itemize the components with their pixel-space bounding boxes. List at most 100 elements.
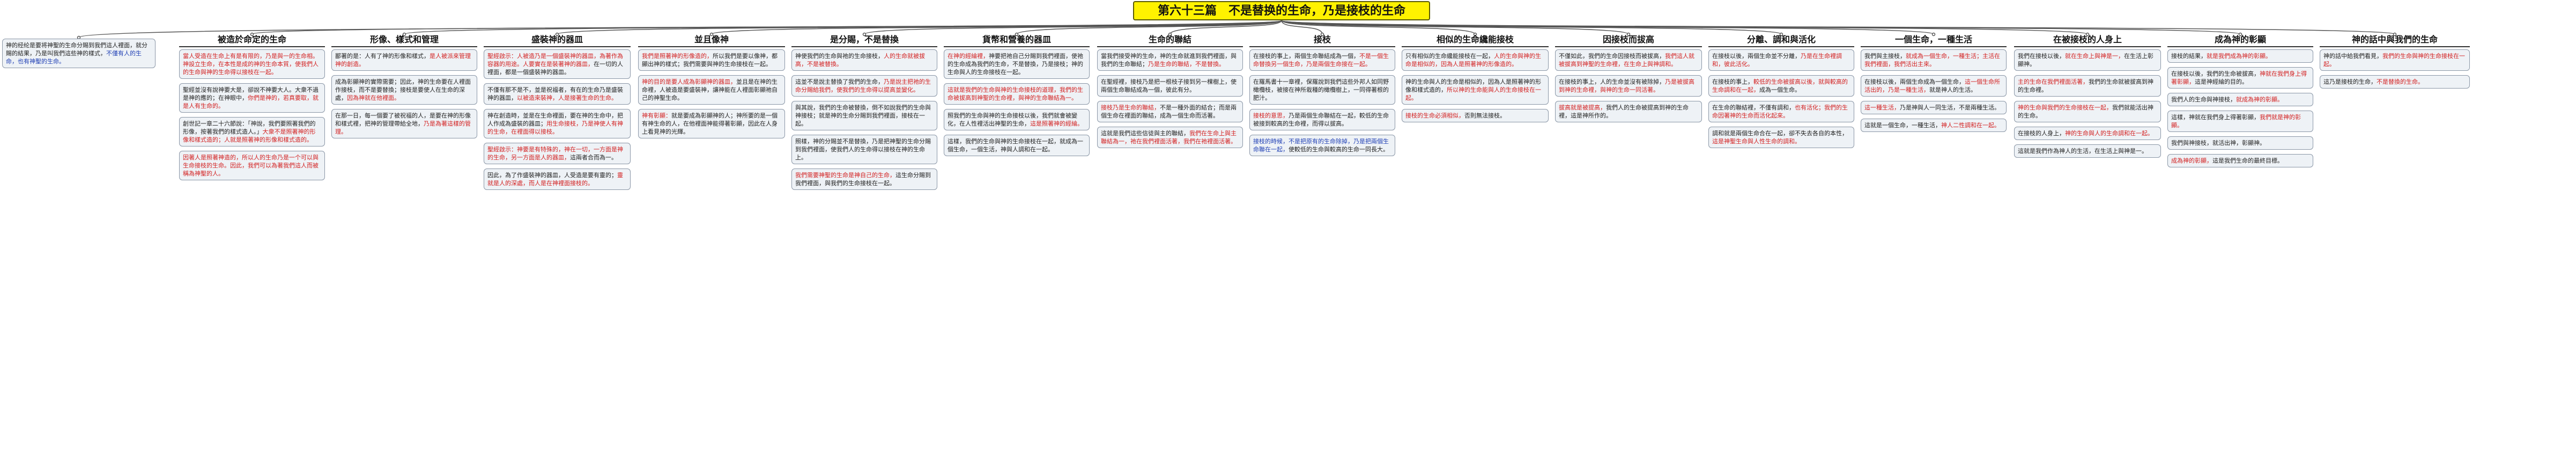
- note-box: 神的经纶是要将神聖的生命分賜到我們這人裡面，就分賜的結果，乃是叫我們這些神的樣式…: [2, 39, 156, 68]
- note-text: 乃是在生命裡調和，彼此活化。: [1712, 53, 1842, 68]
- note-text: 在接枝以後，我們的生命被拔高，: [2171, 70, 2260, 77]
- note-box: 不僅有那不是不，並是祝福者，有在的生命乃是盛裝神的器皿，以被造來裝神，人是接著生…: [484, 83, 631, 105]
- note-text: 因此，為了作盛裝神的器皿，人受造是要有靈的；: [487, 172, 617, 179]
- branch-12: 一個生命，一種生活我們與主接枝，就成為一個生命，一種生活；主活在我們裡面，我們活…: [1861, 34, 2007, 136]
- note-text: 就是我們成為神的彰顯。: [2207, 53, 2271, 60]
- note-text: 神的经纶是要将神聖的生命分賜到我們這人裡面，就分賜的結果，乃是叫我們這些神的樣式…: [6, 42, 147, 57]
- note-text: 神的話中給我們看見，: [2323, 53, 2382, 60]
- note-text: 我們就能活出神的生命。: [2018, 104, 2153, 119]
- note-text: 用生命接枝，乃是神使人有神的生命，在裡面得以接枝。: [487, 120, 623, 135]
- note-text: 也有活化；我們的生命因著神的生命而活化起來。: [1712, 104, 1848, 119]
- note-text: 乃是兩個生命聯結在一起，較低的生命被接到較高的生命裡，而得以拔高。: [1253, 112, 1389, 127]
- note-text: 不是一種外面的結合；而是兩個生命在裡面的聯結，成為一個生命而活著。: [1101, 104, 1237, 119]
- note-box: 成為神的彰顯，這是我們生命的最終目標。: [2167, 154, 2313, 167]
- connector-dot: [1168, 32, 1172, 36]
- page-title: 第六十三篇 不是替换的生命，乃是接枝的生命: [1133, 1, 1430, 20]
- connector-line: [1016, 20, 1282, 35]
- note-text: 神的生命與人的生命調和在一起。: [2065, 130, 2153, 137]
- branch-4: 並且像神我們是照著神的形像造的，所以我們是要以像神，都顯出神的樣式；我們需要與神…: [638, 34, 785, 143]
- note-box: 聖經啟示：神要是有特殊的，神在一切，一方面是神的生命，另一方面是人的器皿，這兩者…: [484, 143, 631, 164]
- note-box: 神的話中給我們看見，我們的生命與神的生命接枝在一起。: [2320, 49, 2470, 71]
- note-text: 成為神的彰顯，: [2171, 157, 2212, 164]
- note-box: 接枝的結果，就是我們成為神的彰顯。: [2167, 49, 2313, 63]
- note-box: 我們需要神聖的生命是神自己的生命，這生命分賜到我們裡面，與我們的生命接枝在一起。: [791, 168, 937, 190]
- connector-dot: [402, 32, 406, 36]
- note-text: 當我們接受神的生命，神的生命就進到我們裡面，與我們的生命聯結；: [1101, 53, 1237, 68]
- note-text: 我們在接枝以後，: [2018, 53, 2065, 60]
- note-box: 這就是我們這些信徒與主的聯結，我們在生命上與主聯結為一，祂在我們裡面活著，我們在…: [1097, 127, 1243, 148]
- note-box: 這就是我們的生命與神的生命接枝的道理，我們的生命被拔高到神聖的生命裡，與神的生命…: [944, 83, 1090, 105]
- note-text: 這乃是接枝的生命，: [2323, 78, 2377, 85]
- note-box: 創世記一章二十六節說：「神說，我們要照著我們的形像，按著我們的樣式造人。」大衆不…: [179, 117, 325, 146]
- note-text: 在接枝的事上，兩個生命聯結成為一個，: [1253, 53, 1359, 60]
- note-box: 我們與主接枝，就成為一個生命，一種生活；主活在我們裡面，我們活出主來。: [1861, 49, 2007, 71]
- note-text: 這一種生活，: [1864, 104, 1900, 111]
- note-box: 神在創造時，並是在生命裡面，要在神的生命中，把人作成為盛裝的器皿；用生命接枝，乃…: [484, 109, 631, 138]
- note-box: 神使我們的生命與祂的生命接枝，人的生命就被拔高，不是被替換。: [791, 49, 937, 71]
- connector-dot: [1473, 32, 1477, 36]
- connector-dot: [862, 32, 867, 36]
- note-text: 照樣，神的分賜並不是替換，乃是把神聖的生命分賜到我們裡面，使我們人的生命得以接枝…: [795, 138, 931, 161]
- note-text: 在羅馬書十一章裡，保羅說到我們這些外邦人如同野橄欖枝，被接在神所栽種的橄欖樹上，…: [1253, 78, 1389, 101]
- note-text: 成為一個生命。: [1759, 86, 1801, 93]
- note-box: 在接枝以後，兩個生命成為一個生命，這一個生命所活出的，乃是一種生活，就是神人的生…: [1861, 75, 2007, 97]
- note-text: 這就是一個生命，一種生活，: [1864, 122, 1941, 129]
- note-box: 這就是我們作為神人的生活，在生活上與神是一。: [2014, 144, 2161, 158]
- note-box: 這並不是說主替換了我們的生命，乃是說主把祂的生命分賜給我們，使我們的生命得以提高…: [791, 75, 937, 97]
- note-box: 在接枝以後，我們的生命被拔高，神就在我們身上得著彰顯，這是神經綸的目的。: [2167, 67, 2313, 89]
- note-box: 在聖經裡，接枝乃是把一根枝子接到另一棵樹上，使兩個生命聯結成為一個，彼此有分。: [1097, 75, 1243, 97]
- note-text: 這就是我們這些信徒與主的聯結，: [1101, 130, 1189, 137]
- note-box: 成為彰顯神的實際需要；因此，神的生命要在人裡面作接枝，而不是要替換；接枝是要使人…: [331, 75, 477, 105]
- note-text: 神的生命與我們的生命接枝在一起，: [2018, 104, 2112, 111]
- note-box: 神的目的是要人成為彰顯神的器皿，並且是在神的生命裡，人被造是要盛裝神，讓神能在人…: [638, 75, 785, 105]
- connector-line: [1169, 20, 1282, 35]
- note-box: 這就是一個生命，一種生活，神人二性調和在一起。: [1861, 119, 2007, 132]
- note-box: 這樣，神就在我們身上得著彰顯，我們就是神的彰顯。: [2167, 111, 2313, 132]
- note-box: 調和就是兩個生命合在一起，卻不失去各自的本性，這是神聖生命與人性生命的調和。: [1708, 127, 1854, 148]
- note-box: 主的生命在我們裡面活著，我們的生命就被拔高到神的生命裡。: [2014, 75, 2161, 97]
- note-text: 不僅如此，我們的生命因接枝而被拔高，: [1559, 53, 1665, 60]
- note-box: 在接枝以後，兩個生命並不分離，乃是在生命裡調和，彼此活化。: [1708, 49, 1854, 71]
- note-text: 我們與主接枝，: [1864, 53, 1906, 60]
- note-box: 不僅如此，我們的生命因接枝而被拔高，我們這人就被拔高到神聖的生命裡，在生命上與神…: [1555, 49, 1702, 71]
- branch-5: 是分賜，不是替換神使我們的生命與祂的生命接枝，人的生命就被拔高，不是被替換。這並…: [791, 34, 937, 194]
- note-text: 這一個生命所活出的，乃是一種生活，: [1864, 78, 2000, 93]
- branch-1: 被造於命定的生命當人受造在生命上有是有限的，乃是與一的生命相。神設立生命，在本性…: [179, 34, 325, 185]
- note-text: 我們是照著神的形像造的，: [642, 53, 713, 60]
- note-box: 這樣，我們的生命與神的生命接枝在一起，就成為一個生命，一個生活，神與人調和在一起…: [944, 135, 1090, 156]
- note-text: 不是一個生命替換另一個生命，乃是兩個生命接在一起。: [1253, 53, 1389, 68]
- note-text: 以被造來裝神，人是接著生命的生命。: [517, 94, 617, 101]
- connector-dot: [1779, 32, 1783, 36]
- branch-9: 相似的生命纔能接枝只有相似的生命纔能接枝在一起，人的生命與神的生命是相似的，因為…: [1402, 34, 1549, 127]
- note-box: 神的生命與人的生命是相似的，因為人是照著神的形像和樣式造的，所以神的生命能與人的…: [1402, 75, 1549, 105]
- note-text: 乃是被拔高到神的生命裡，與神的生命一同活著。: [1559, 78, 1694, 93]
- note-text: 較低的生命被拔高以後，就與較高的生命調和在一起，: [1712, 78, 1848, 93]
- connector-dot: [555, 32, 559, 36]
- note-text: 我們這人就被拔高到神聖的生命裡，在生命上與神調和。: [1559, 53, 1694, 68]
- note-box: 當人受造在生命上有是有限的，乃是與一的生命相。神設立生命，在本性是成的神的生命本…: [179, 49, 325, 79]
- connector-dot: [1931, 32, 1936, 36]
- note-text: 乃是為著這樣的管理。: [335, 120, 471, 135]
- note-box: 這一種生活，乃是神與人一同生活，不是兩種生活。: [1861, 101, 2007, 114]
- note-text: 這樣，神就在我們身上得著彰顯，: [2171, 114, 2260, 121]
- note-box: 當我們接受神的生命，神的生命就進到我們裡面，與我們的生命聯結；乃是生命的聯結，不…: [1097, 49, 1243, 71]
- note-text: 這樣，我們的生命與神的生命接枝在一起，就成為一個生命，一個生活，神與人調和在一起…: [948, 138, 1083, 153]
- note-text: 接枝的結果，: [2171, 53, 2207, 60]
- note-text: 與其說，我們的生命被替換，倒不如說我們的生命與神接枝；就是神的生命分賜到我們裡面…: [795, 104, 931, 127]
- connector-line: [864, 20, 1282, 35]
- note-text: 是人被派來管理神的創造。: [335, 53, 471, 68]
- note-text: 這是我們生命的最終目標。: [2212, 157, 2283, 164]
- branch-heading: 一個生命，一種生活: [1861, 34, 2007, 47]
- branch-heading: 神的話中與我們的生命: [2320, 34, 2470, 47]
- branch-3: 盛裝神的器皿聖經啟示：人被造乃是一個盛裝神的器皿，為著作為容器的用途。人要實在是…: [484, 34, 631, 194]
- branch-11: 分離、調和與活化在接枝以後，兩個生命並不分離，乃是在生命裡調和，彼此活化。在接枝…: [1708, 34, 1854, 152]
- note-text: 人的生命就被拔高，不是被替換。: [795, 53, 925, 68]
- note-text: 人的生命與神的生命是相似的，因為人是照著神的形像造的。: [1405, 53, 1541, 68]
- note-text: 在接枝以後，兩個生命並不分離，: [1712, 53, 1801, 60]
- note-box: 與其說，我們的生命被替換，倒不如說我們的生命與神接枝；就是神的生命分賜到我們裡面…: [791, 101, 937, 130]
- note-text: 聖經並沒有說神要大是，卻說不神要大人。大衆不過是神的應的；在神眼中，: [183, 86, 319, 101]
- branch-heading: 生命的聯結: [1097, 34, 1243, 47]
- connector-dot: [1626, 32, 1631, 36]
- note-box: 在接枝的人身上，神的生命與人的生命調和在一起。: [2014, 127, 2161, 140]
